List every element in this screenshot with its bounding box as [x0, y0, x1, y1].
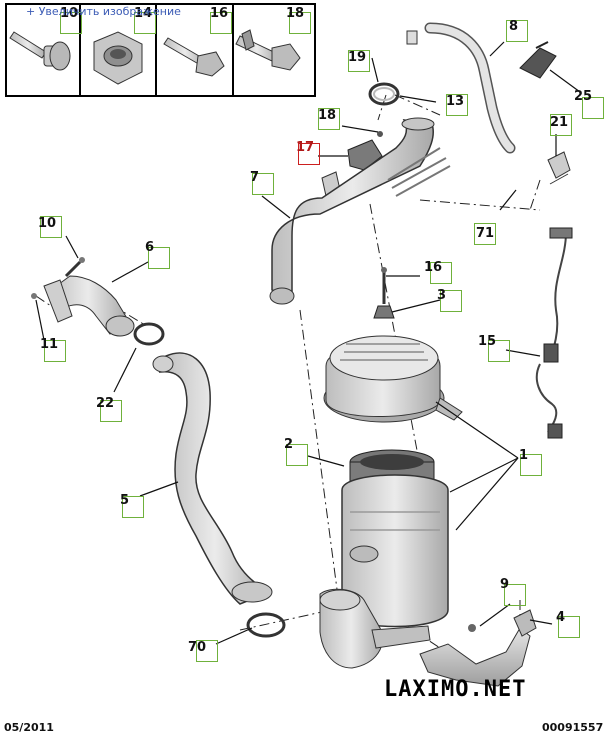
bolt-16-thumbnail	[163, 37, 225, 77]
hotspot-10[interactable]	[40, 216, 62, 238]
hotspot-10-top[interactable]	[60, 12, 82, 34]
grommet-14-thumbnail	[93, 31, 143, 85]
hotspot-25[interactable]	[582, 97, 604, 119]
hotspot-15[interactable]	[488, 340, 510, 362]
hotspot-16-top[interactable]	[210, 12, 232, 34]
bolt-18-thumbnail	[235, 29, 301, 71]
hotspot-16[interactable]	[430, 262, 452, 284]
callout-leader-lines	[35, 41, 581, 645]
brand-watermark: LAXIMO.NET	[384, 677, 527, 702]
hotspot-9[interactable]	[504, 584, 526, 606]
hotspot-70[interactable]	[196, 640, 218, 662]
assembly-guide-lines	[35, 94, 541, 649]
hotspot-13[interactable]	[446, 94, 468, 116]
hotspot-19[interactable]	[348, 50, 370, 72]
hotspot-14[interactable]	[134, 12, 156, 34]
screw-10	[31, 257, 85, 299]
clamp-ring-70	[246, 612, 286, 638]
clip-19-part	[406, 30, 418, 45]
hotspot-11[interactable]	[44, 340, 66, 362]
hotspot-18[interactable]	[318, 108, 340, 130]
hotspot-18-top[interactable]	[289, 12, 311, 34]
hotspot-8[interactable]	[506, 20, 528, 42]
hotspot-22[interactable]	[100, 400, 122, 422]
clamp-ring-13	[368, 82, 400, 106]
hotspot-17[interactable]	[298, 143, 320, 165]
sensor-wire-15	[535, 227, 573, 439]
hotspot-1[interactable]	[520, 454, 542, 476]
bracket-4	[419, 609, 537, 687]
hotspot-3[interactable]	[440, 290, 462, 312]
elbow-6	[43, 275, 135, 337]
hotspot-21[interactable]	[550, 114, 572, 136]
hotspot-7[interactable]	[252, 173, 274, 195]
hose-5	[152, 352, 273, 605]
bolt-10-thumbnail	[9, 31, 71, 71]
air-filter-housing-1	[341, 474, 449, 628]
bolt-16-washer-3	[373, 267, 395, 319]
diagram-date: 05/2011	[4, 721, 54, 734]
hotspot-6[interactable]	[148, 247, 170, 269]
hotspot-2[interactable]	[286, 444, 308, 466]
thumbnail-strip	[5, 3, 316, 97]
hotspot-5[interactable]	[122, 496, 144, 518]
outlet-elbow	[319, 588, 431, 669]
clamp-ring-22	[133, 322, 165, 346]
diagram-code: 00091557	[542, 721, 604, 734]
hotspot-4[interactable]	[558, 616, 580, 638]
hose-8	[406, 22, 516, 154]
hotspot-71[interactable]	[474, 223, 496, 245]
enlarge-image-link[interactable]: + Увеличить изображение	[26, 5, 181, 18]
connector-25	[519, 41, 557, 79]
air-duct-7	[269, 117, 451, 305]
air-filter-lid	[323, 335, 463, 423]
